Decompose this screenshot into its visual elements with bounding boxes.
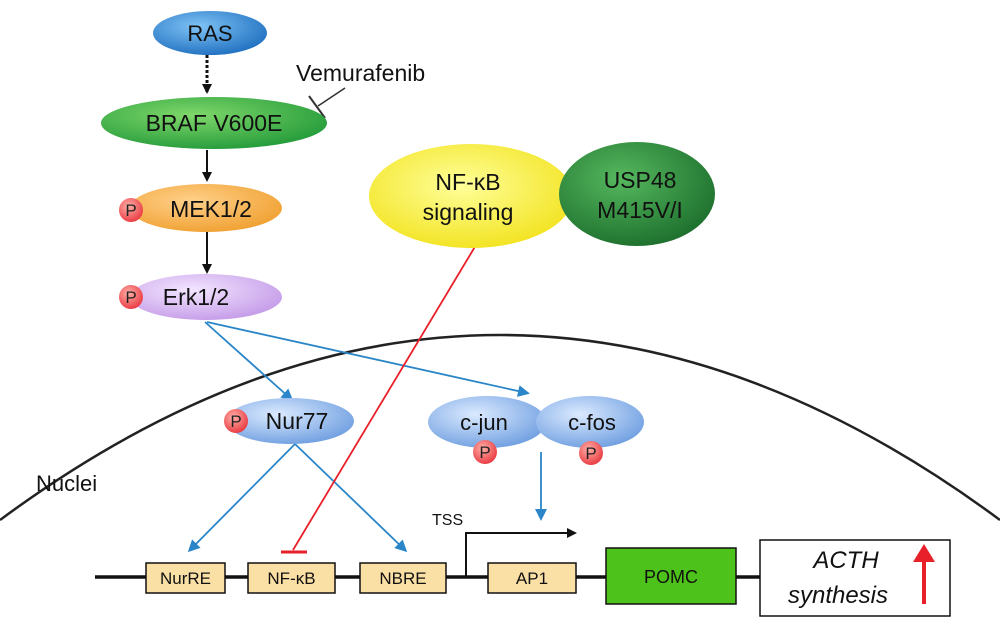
svg-text:c-fos: c-fos [568,410,616,435]
svg-text:POMC: POMC [644,567,698,587]
svg-text:AP1: AP1 [516,569,548,588]
svg-text:NF-κB: NF-κB [267,569,315,588]
svg-text:synthesis: synthesis [788,582,888,609]
tss-arrow [465,528,577,577]
svg-text:P: P [585,444,596,463]
svg-text:NBRE: NBRE [379,569,426,588]
vemurafenib-label: Vemurafenib [296,60,425,86]
svg-text:BRAF V600E: BRAF V600E [146,110,283,136]
svg-text:Erk1/2: Erk1/2 [163,284,229,310]
ras-node: RAS [153,11,267,55]
nuclear-membrane [0,333,1000,522]
erk-to-nur77-arrow [204,321,294,402]
acth-output-box: ACTH synthesis [759,539,951,617]
svg-text:M415V/I: M415V/I [597,197,683,223]
erk-node: Erk1/2 [130,274,282,320]
nur77-to-nbre-arrow [294,443,408,553]
vemurafenib-inhibition-line [317,87,346,107]
cfos-node: c-fos [536,396,644,448]
ap1-element: AP1 [487,562,577,594]
svg-text:c-jun: c-jun [460,410,508,435]
nurre-element: NurRE [145,562,226,594]
svg-text:P: P [125,288,136,307]
braf-node: BRAF V600E [101,97,327,149]
mek-node: MEK1/2 [130,184,282,232]
nucleus-label: Nuclei [36,471,97,496]
svg-text:Nur77: Nur77 [266,408,329,434]
nfkb-inhibition-line [292,244,477,551]
cfos-phospho-badge: P [579,441,603,465]
nfkb-element: NF-κB [247,562,336,594]
nbre-element: NBRE [359,562,447,594]
svg-text:MEK1/2: MEK1/2 [170,196,252,222]
cjun-node: c-jun [428,396,546,448]
vemurafenib-inhibition-bar [308,95,326,119]
svg-text:NurRE: NurRE [160,569,211,588]
svg-text:signaling: signaling [423,199,514,225]
svg-text:USP48: USP48 [604,167,677,193]
erk-to-cjun-arrow [206,321,530,397]
nur77-phospho-badge: P [224,409,248,433]
svg-text:P: P [125,201,136,220]
nur77-to-nurre-arrow [187,443,296,553]
cjun-phospho-badge: P [473,440,497,464]
nfkb-signaling-node: NF-κB signaling [369,144,573,248]
mek-phospho-badge: P [119,198,143,222]
usp48-node: USP48 M415V/I [559,142,715,246]
svg-text:P: P [230,412,241,431]
tss-label: TSS [432,512,463,529]
svg-text:NF-κB: NF-κB [435,169,500,195]
erk-phospho-badge: P [119,285,143,309]
nur77-node: Nur77 [226,398,354,444]
pomc-gene: POMC [605,547,737,605]
svg-text:ACTH: ACTH [811,547,879,574]
svg-text:RAS: RAS [187,21,232,46]
svg-text:P: P [479,443,490,462]
